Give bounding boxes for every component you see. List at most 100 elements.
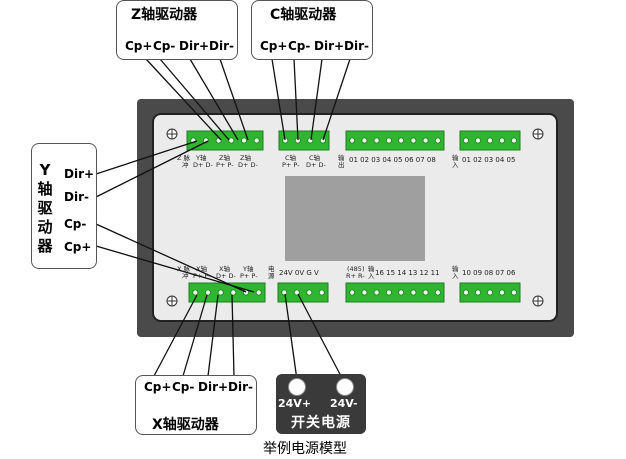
y-signal-dir-plus: Dir+ xyxy=(64,167,95,181)
terminal-body xyxy=(278,130,330,151)
terminal-pin xyxy=(240,137,247,144)
terminal-pin xyxy=(281,289,288,296)
psu-negative-label: 24V- xyxy=(330,397,358,410)
label-power: 电 xyxy=(268,265,275,273)
label-c-axis-p-pins: P+ P- xyxy=(282,161,300,169)
terminal-pin xyxy=(422,289,429,296)
label-c-axis-d: C轴 xyxy=(309,154,321,162)
c-signal-cp-plus: Cp+ xyxy=(260,39,288,53)
label-input-numbers-b: 10 09 08 07 06 xyxy=(462,269,516,277)
terminal-pin xyxy=(498,289,505,296)
screw-icon xyxy=(532,295,544,307)
wires xyxy=(95,58,351,381)
z-signal-dir-minus: Dir- xyxy=(209,39,234,53)
x-signal-dir-minus: Dir- xyxy=(228,380,253,394)
label-x-axis-p: X轴 xyxy=(196,265,207,273)
terminal-pin xyxy=(230,289,237,296)
label-z-pulse-2: 冲 xyxy=(182,161,189,169)
wire-y-cp-plus xyxy=(95,245,255,293)
terminal-pin xyxy=(373,137,380,144)
terminal-block-input-mid xyxy=(345,282,445,303)
terminal-pin xyxy=(307,137,314,144)
label-x-axis-p-pins: P+ P- xyxy=(193,272,211,280)
label-output-2: 出 xyxy=(338,161,345,169)
terminal-pin xyxy=(204,289,211,296)
wire-power-neg xyxy=(297,293,344,381)
terminal-pin xyxy=(510,289,517,296)
label-output: 输 xyxy=(338,154,345,162)
terminal-pin xyxy=(410,289,417,296)
label-y-axis-p: Y轴 xyxy=(243,265,254,273)
screw-icon xyxy=(166,295,178,307)
terminal-block-z xyxy=(186,130,264,151)
c-signal-dir-minus: Dir- xyxy=(344,39,369,53)
terminal-pin xyxy=(361,137,368,144)
terminal-block-input-top xyxy=(459,130,521,151)
label-c-axis-p: C轴 xyxy=(285,154,297,162)
terminal-pin xyxy=(319,137,326,144)
wire-y-dir-plus xyxy=(95,140,198,175)
label-rs485: (485) xyxy=(347,265,365,273)
terminal-pin xyxy=(498,137,505,144)
label-output-numbers: 01 02 03 04 05 06 07 08 xyxy=(349,156,436,164)
terminal-pin xyxy=(398,137,405,144)
terminal-pin xyxy=(318,289,325,296)
z-signal-cp-minus: Cp- xyxy=(153,39,176,53)
terminal-pin xyxy=(474,137,481,144)
psu-title: 开关电源 xyxy=(291,415,351,431)
y-signal-cp-minus: Cp- xyxy=(64,217,87,231)
x-signal-cp-plus: Cp+ xyxy=(144,380,172,394)
terminal-pin xyxy=(474,289,481,296)
wire-z-cp-minus xyxy=(159,58,230,141)
c-signal-cp-minus: Cp- xyxy=(288,39,311,53)
y-signal-cp-plus: Cp+ xyxy=(64,240,92,254)
c-driver-box: C轴驱动器 Cp+ Cp- Dir+ Dir- xyxy=(251,0,373,60)
label-input-top-numbers: 01 02 03 04 05 xyxy=(462,156,516,164)
z-signal-dir-plus: Dir+ xyxy=(179,39,210,53)
wire-y-dir-minus xyxy=(95,140,209,198)
terminal-block-output xyxy=(345,130,445,151)
label-y-axis-p-pins: P+ P- xyxy=(240,272,258,280)
label-power-2: 源 xyxy=(268,272,275,280)
psu-positive-terminal xyxy=(288,378,306,396)
wire-z-cp-plus xyxy=(145,58,222,141)
switching-power-supply: 24V+ 24V- 开关电源 xyxy=(276,374,366,434)
label-x-pulse-2: 冲 xyxy=(182,272,189,280)
terminal-body xyxy=(277,282,329,303)
wire-c-cp-minus xyxy=(293,58,299,141)
label-z-axis-d-pins: D+ D- xyxy=(238,161,258,169)
caption: 举例电源模型 xyxy=(263,441,347,457)
label-z-axis-d: Z轴 xyxy=(240,154,251,162)
terminal-pin xyxy=(192,289,199,296)
label-c-axis-d-pins: D+ D- xyxy=(306,161,326,169)
terminal-blocks xyxy=(186,130,521,303)
terminal-block-power xyxy=(277,282,329,303)
terminal-block-input-bottom xyxy=(459,282,521,303)
label-input-top: 输 xyxy=(452,154,459,162)
terminal-pin xyxy=(228,137,235,144)
terminal-pin xyxy=(306,289,313,296)
wire-c-cp-plus xyxy=(271,58,286,141)
terminal-pin xyxy=(349,137,356,144)
terminal-block-c xyxy=(278,130,330,151)
terminal-pin xyxy=(434,137,441,144)
wire-z-dir-minus xyxy=(219,58,249,141)
y-driver-title-char: 轴 xyxy=(37,180,53,198)
terminal-pin xyxy=(255,289,262,296)
wire-z-dir-plus xyxy=(189,58,239,141)
terminal-pin xyxy=(462,137,469,144)
wire-x-cp-plus xyxy=(153,294,198,377)
psu-negative-terminal xyxy=(336,378,354,396)
terminal-pin xyxy=(217,289,224,296)
terminal-pin xyxy=(410,137,417,144)
label-x-axis-d-pins: D+ D- xyxy=(216,272,236,280)
label-x-pulse: X 脉 xyxy=(177,265,191,273)
terminal-pin xyxy=(385,289,392,296)
label-input-bottom-b: 输 xyxy=(452,265,459,273)
x-signal-dir-plus: Dir+ xyxy=(198,380,229,394)
terminal-body xyxy=(345,130,445,151)
terminal-pin xyxy=(293,289,300,296)
z-signal-cp-plus: Cp+ xyxy=(125,39,153,53)
display-window xyxy=(285,176,425,261)
y-driver-title-char: 器 xyxy=(37,237,53,255)
